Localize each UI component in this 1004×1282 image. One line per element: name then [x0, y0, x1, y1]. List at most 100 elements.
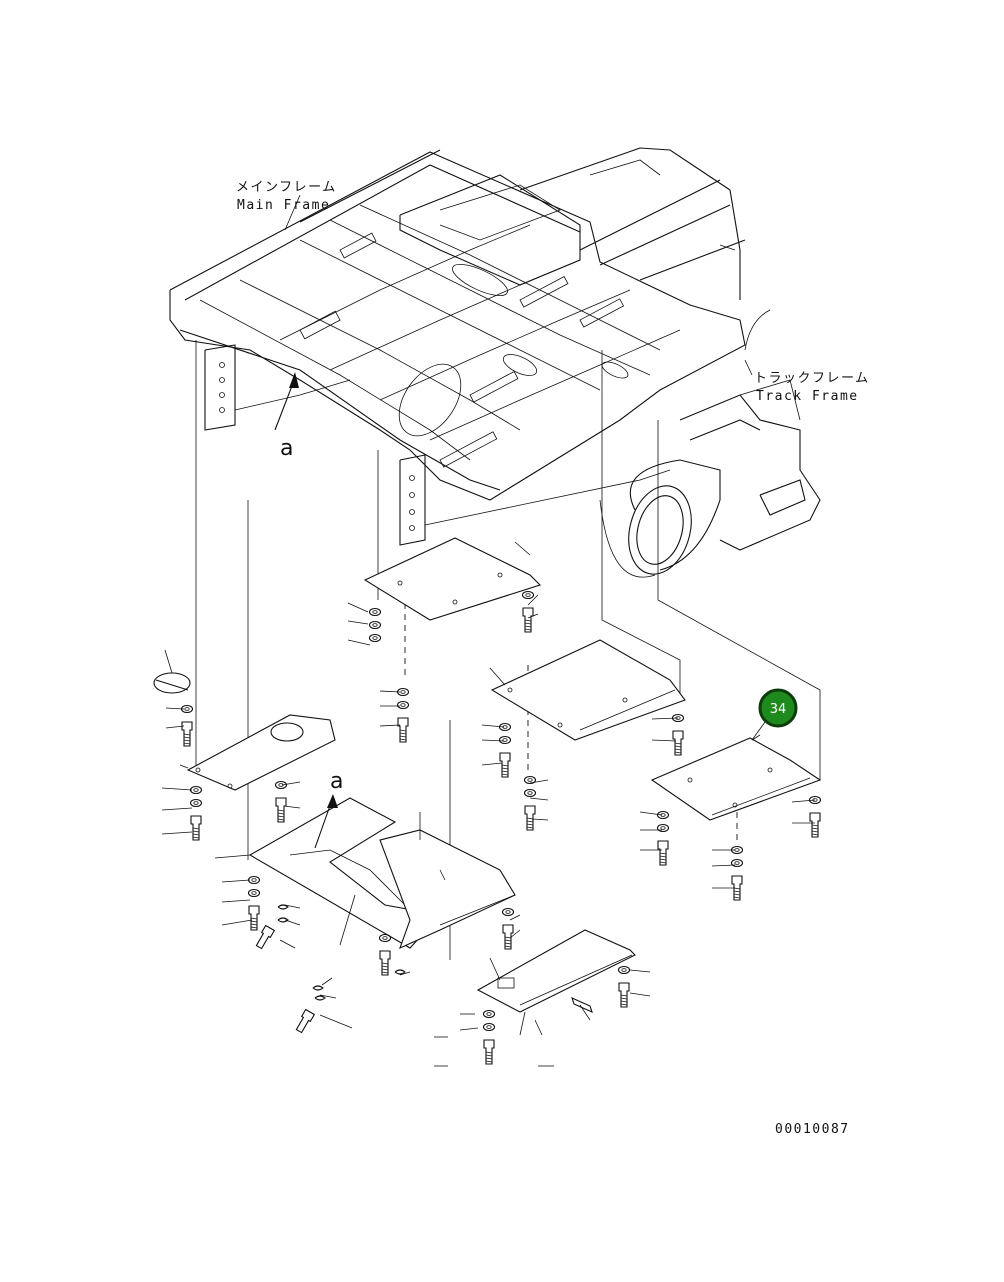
cover-plate-middle — [490, 639, 686, 741]
bolt — [379, 950, 391, 976]
bolt-thread — [501, 773, 509, 776]
bolt-thread — [192, 827, 200, 830]
bolt-thread — [811, 833, 819, 836]
bolt-thread — [277, 812, 285, 815]
bolt-thread — [620, 997, 628, 1000]
bolt — [499, 752, 511, 778]
bolt-thread — [485, 1060, 493, 1063]
washer-hole — [193, 801, 199, 805]
bolt-thread — [501, 770, 509, 773]
washer-hole — [184, 707, 190, 711]
bolt-thread — [674, 748, 682, 751]
leader-lines — [161, 194, 816, 1067]
bolt-thread — [399, 732, 407, 735]
bolt — [522, 607, 534, 633]
bolt-thread — [250, 926, 258, 929]
bolt-thread — [485, 1051, 493, 1054]
washer — [521, 590, 535, 600]
cover-plate-long — [379, 829, 516, 950]
bolt-thread — [733, 890, 741, 893]
washer-hole — [502, 738, 508, 742]
washer-hole — [382, 936, 388, 940]
washer-hole — [505, 910, 511, 914]
bolt — [190, 815, 202, 841]
bolt-thread — [277, 809, 285, 812]
bolt-thread — [277, 818, 285, 821]
bolt-thread — [381, 968, 389, 971]
callout-34[interactable]: 34 — [751, 688, 798, 741]
bolt-thread — [381, 965, 389, 968]
washer — [368, 633, 382, 643]
cover-plates — [153, 537, 822, 1013]
main-frame-label-jp: メインフレーム — [236, 180, 337, 195]
bolt-thread — [183, 736, 191, 739]
track-frame-label-en: Track Frame — [756, 389, 859, 404]
bolt-thread — [659, 852, 667, 855]
washer-hole — [734, 848, 740, 852]
washer — [617, 965, 631, 975]
bolt-thread — [277, 815, 285, 818]
callout-badge[interactable] — [758, 688, 798, 728]
washer-hole — [621, 968, 627, 972]
washer — [501, 907, 515, 917]
drawing-number: 00010087 — [775, 1122, 850, 1137]
bolt-thread — [485, 1054, 493, 1057]
spring-washer — [394, 969, 406, 975]
bolt-thread — [526, 820, 534, 823]
spring-washer — [277, 917, 289, 923]
washer — [482, 1022, 496, 1032]
rubber-cap — [153, 672, 191, 694]
washer-hole — [193, 788, 199, 792]
washer — [498, 735, 512, 745]
bolt-thread — [524, 622, 532, 625]
washer — [498, 722, 512, 732]
washer-hole — [400, 703, 406, 707]
bolt-thread — [524, 628, 532, 631]
bolt-thread — [733, 893, 741, 896]
bolt-thread — [501, 767, 509, 770]
bolt — [672, 730, 684, 756]
washer — [730, 858, 744, 868]
bolt-thread — [674, 742, 682, 745]
washer — [523, 788, 537, 798]
bolt-thread — [524, 625, 532, 628]
angled-bolt — [255, 924, 276, 950]
bolt-thread — [504, 939, 512, 942]
bolt-thread — [504, 945, 512, 948]
washer — [247, 888, 261, 898]
bolt — [248, 905, 260, 931]
washer-hole — [400, 690, 406, 694]
main-frame-label-en: Main Frame — [237, 198, 330, 213]
callout-number[interactable]: 34 — [770, 702, 787, 717]
washer — [189, 785, 203, 795]
view-a-label-upper: a — [280, 436, 293, 461]
bolt-thread — [524, 619, 532, 622]
bolt-thread — [659, 861, 667, 864]
bolt-thread — [183, 733, 191, 736]
washer-hole — [486, 1012, 492, 1016]
main-frame-drawing — [169, 149, 746, 546]
bolt-thread — [674, 751, 682, 754]
bolt — [275, 797, 287, 823]
bolt-thread — [620, 994, 628, 997]
bolt-thread — [192, 836, 200, 839]
washer-hole — [525, 593, 531, 597]
washer-hole — [251, 878, 257, 882]
washer — [656, 823, 670, 833]
bolt-thread — [192, 833, 200, 836]
bolt-thread — [526, 823, 534, 826]
cover-plate-upper — [363, 537, 542, 621]
bolt-thread — [381, 971, 389, 974]
bolt-thread — [620, 1000, 628, 1003]
view-a-label-lower: a — [330, 769, 343, 794]
washer — [368, 620, 382, 630]
bolt — [181, 721, 193, 747]
washer-hole — [372, 636, 378, 640]
washer-hole — [372, 610, 378, 614]
view-arrows — [274, 372, 338, 849]
spring-washer — [277, 904, 289, 910]
track-frame-drawing — [519, 147, 821, 578]
bolt-thread — [183, 742, 191, 745]
bolt-thread — [526, 826, 534, 829]
